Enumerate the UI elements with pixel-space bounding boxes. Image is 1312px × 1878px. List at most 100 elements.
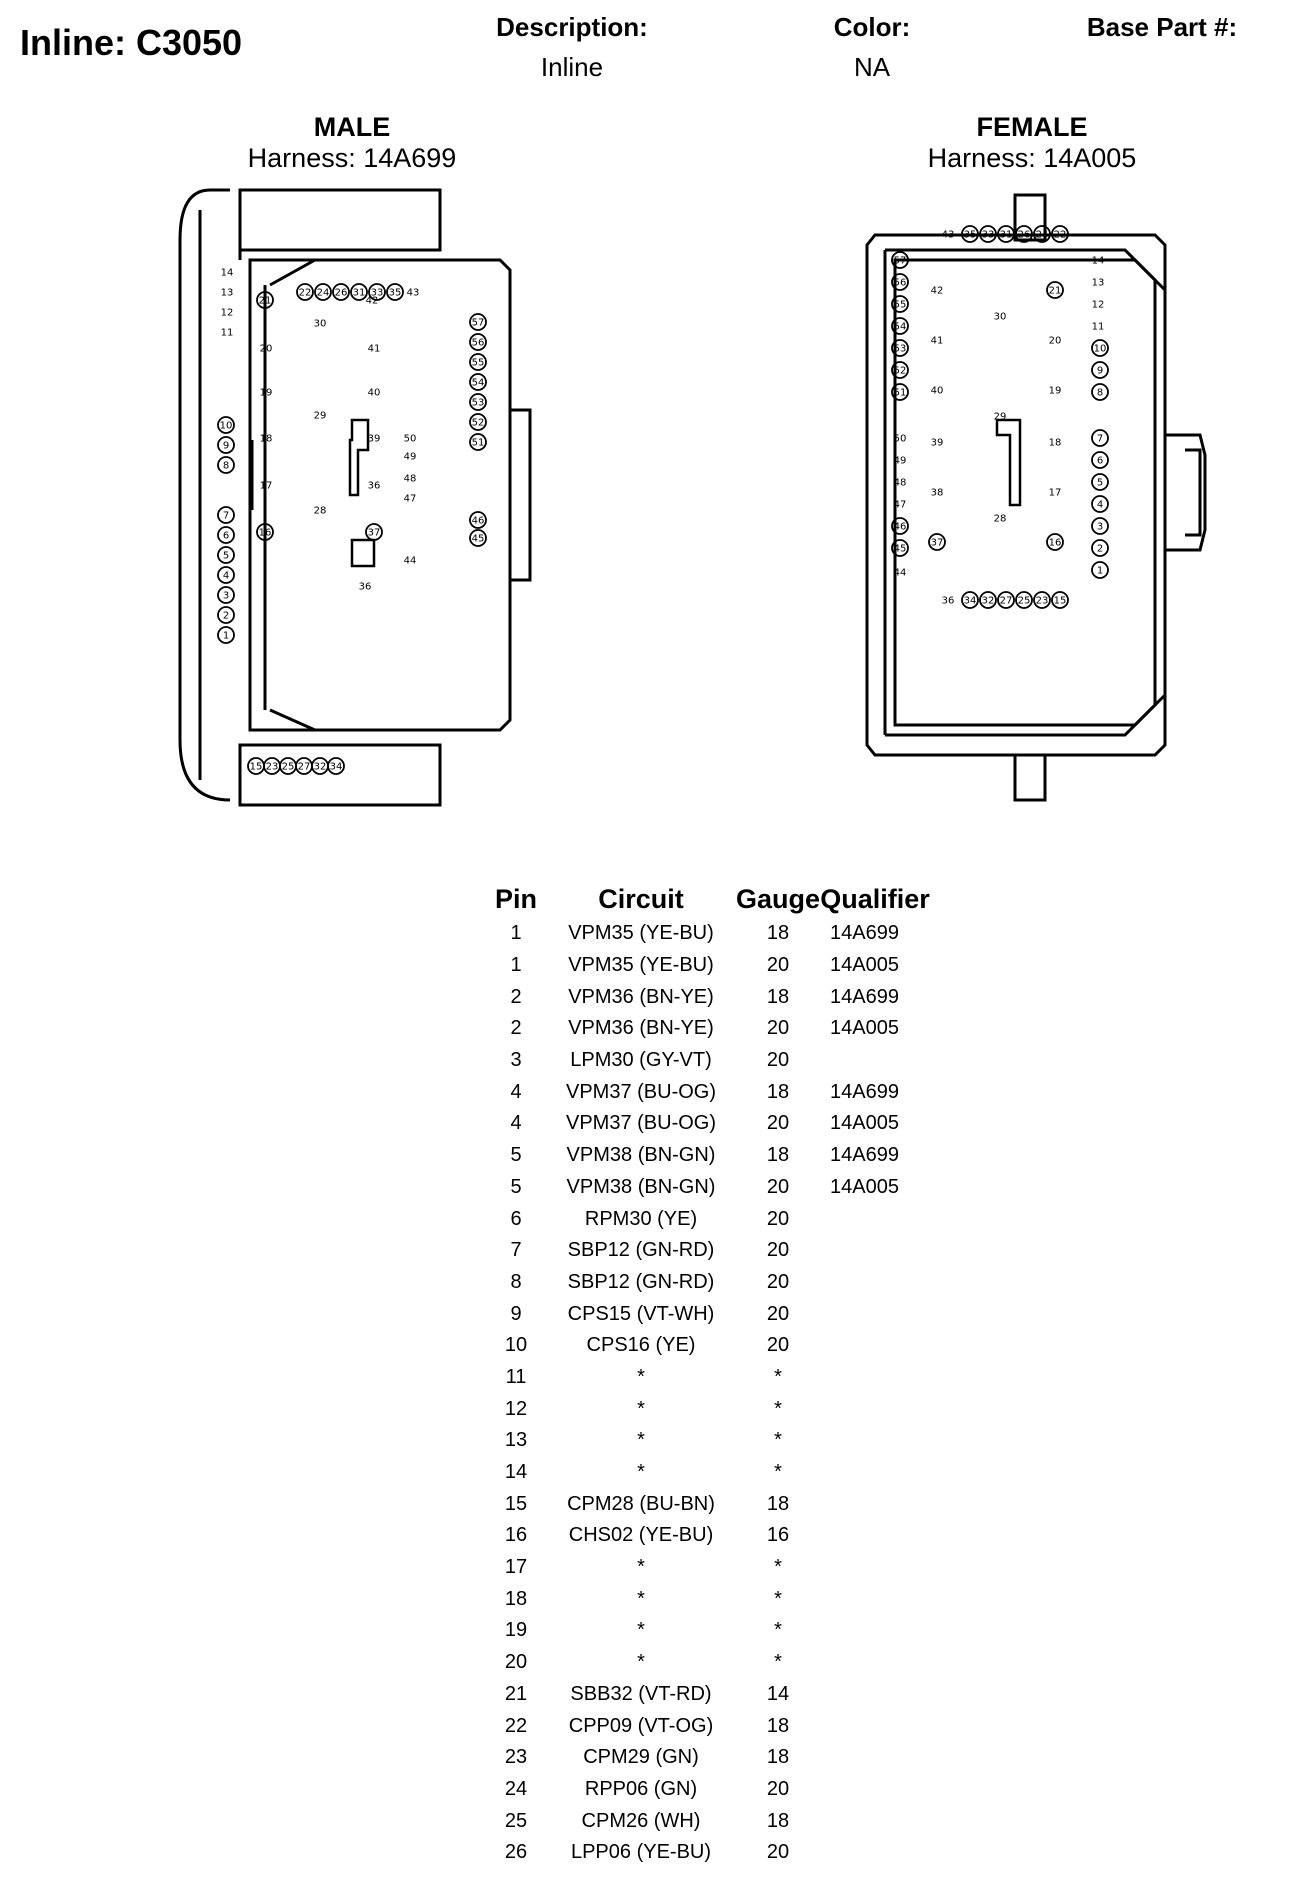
pin-circle bbox=[891, 251, 909, 269]
pin-label: 30 bbox=[994, 312, 1007, 323]
connector-title: Inline: C3050 bbox=[20, 22, 243, 63]
pin-label: 6 bbox=[1097, 456, 1103, 467]
gauge-cell: 18 bbox=[766, 1809, 790, 1832]
qualifier-cell bbox=[820, 1647, 930, 1679]
qualifier-cell bbox=[820, 1425, 930, 1457]
female-harness: Harness: 14A005 bbox=[927, 143, 1137, 173]
pin-circle bbox=[1015, 591, 1033, 609]
qualifier-cell bbox=[820, 1045, 930, 1077]
pin-cell: 16 bbox=[504, 1524, 528, 1547]
gauge-cell: * bbox=[774, 1587, 782, 1610]
pin-circle bbox=[1091, 517, 1109, 535]
pin-cell: 22 bbox=[504, 1714, 528, 1737]
pin-label: 24 bbox=[1036, 230, 1049, 241]
gauge-cell: 18 bbox=[766, 1492, 790, 1515]
pin-label: 20 bbox=[1049, 336, 1062, 347]
pin-circle bbox=[891, 539, 909, 557]
pin-label: 57 bbox=[894, 256, 907, 267]
pin-label: 10 bbox=[1094, 344, 1107, 355]
pin-cell: 19 bbox=[504, 1619, 528, 1642]
qualifier-cell: 14A699 bbox=[830, 985, 899, 1008]
color-label: Color: bbox=[833, 12, 911, 42]
pin-label: 6 bbox=[223, 531, 229, 542]
pin-circle bbox=[961, 225, 979, 243]
qualifier-cell bbox=[820, 1710, 930, 1742]
pin-circle bbox=[891, 517, 909, 535]
table-row: 20** bbox=[486, 1647, 930, 1679]
pin-cell: 20 bbox=[504, 1651, 528, 1674]
gauge-column-header: Gauge bbox=[736, 883, 821, 914]
pin-label: 45 bbox=[894, 544, 907, 555]
pin-label: 37 bbox=[931, 538, 944, 549]
pin-label: 16 bbox=[259, 528, 272, 539]
pin-cell: 15 bbox=[504, 1492, 528, 1515]
female-label: FEMALE bbox=[976, 112, 1088, 142]
pin-cell: 5 bbox=[510, 1144, 522, 1167]
pin-label: 10 bbox=[220, 421, 233, 432]
circuit-cell: * bbox=[637, 1429, 645, 1452]
pin-label: 35 bbox=[964, 230, 977, 241]
pin-circle bbox=[1091, 361, 1109, 379]
pin-circle bbox=[327, 757, 345, 775]
pin-label: 49 bbox=[404, 452, 417, 463]
gauge-cell: * bbox=[774, 1365, 782, 1388]
pin-label: 18 bbox=[1049, 438, 1062, 449]
table-row: 13** bbox=[486, 1425, 930, 1457]
gauge-cell: 20 bbox=[766, 1302, 790, 1325]
pin-label: 28 bbox=[994, 514, 1007, 525]
pin-label: 34 bbox=[330, 762, 343, 773]
pin-label: 5 bbox=[1097, 478, 1103, 489]
circuit-cell: * bbox=[637, 1397, 645, 1420]
pin-circle bbox=[1051, 591, 1069, 609]
pin-cell: 1 bbox=[510, 922, 522, 945]
pin-label: 11 bbox=[221, 328, 234, 339]
pin-label: 48 bbox=[894, 478, 907, 489]
male-harness: Harness: 14A699 bbox=[247, 143, 457, 173]
pin-label: 5 bbox=[223, 551, 229, 562]
pin-label: 47 bbox=[404, 494, 417, 505]
pin-label: 9 bbox=[223, 441, 229, 452]
pin-label: 3 bbox=[1097, 522, 1103, 533]
pin-cell: 2 bbox=[510, 985, 522, 1008]
gauge-cell: 20 bbox=[766, 1270, 790, 1293]
pin-label: 7 bbox=[223, 511, 229, 522]
pin-label: 40 bbox=[368, 388, 381, 399]
pin-label: 26 bbox=[1018, 230, 1031, 241]
circuit-cell: CPM28 (BU-BN) bbox=[567, 1492, 715, 1515]
qualifier-cell bbox=[820, 1203, 930, 1235]
pin-label: 20 bbox=[260, 344, 273, 355]
pin-circle bbox=[217, 546, 235, 564]
circuit-cell: CPM26 (WH) bbox=[581, 1809, 701, 1832]
qualifier-cell: 14A699 bbox=[830, 922, 899, 945]
pin-label: 36 bbox=[942, 596, 955, 607]
circuit-cell: CPS16 (YE) bbox=[586, 1334, 696, 1357]
pin-circle bbox=[1051, 225, 1069, 243]
qualifier-column-header: Qualifier bbox=[820, 883, 930, 914]
pin-circle bbox=[469, 413, 487, 431]
base-part-label: Base Part #: bbox=[1086, 12, 1238, 42]
circuit-cell: LPM30 (GY-VT) bbox=[570, 1049, 712, 1072]
male-side-label: MALE Harness: 14A699 bbox=[152, 112, 552, 174]
pin-circle bbox=[1033, 591, 1051, 609]
pin-circle bbox=[961, 591, 979, 609]
pin-circle bbox=[469, 353, 487, 371]
pin-label: 12 bbox=[1092, 300, 1105, 311]
circuit-cell: VPM38 (BN-GN) bbox=[566, 1144, 716, 1167]
pin-circle bbox=[891, 383, 909, 401]
pin-label: 13 bbox=[221, 288, 234, 299]
pin-label: 51 bbox=[894, 388, 907, 399]
qualifier-cell bbox=[820, 1235, 930, 1267]
circuit-cell: CPS15 (VT-WH) bbox=[567, 1302, 715, 1325]
pin-cell: 4 bbox=[510, 1080, 522, 1103]
pin-cell: 11 bbox=[505, 1365, 527, 1388]
pin-cell: 6 bbox=[510, 1207, 522, 1230]
circuit-cell: CHS02 (YE-BU) bbox=[568, 1524, 714, 1547]
qualifier-cell bbox=[820, 1742, 930, 1774]
pin-label: 2 bbox=[223, 611, 229, 622]
pin-circle bbox=[891, 295, 909, 313]
